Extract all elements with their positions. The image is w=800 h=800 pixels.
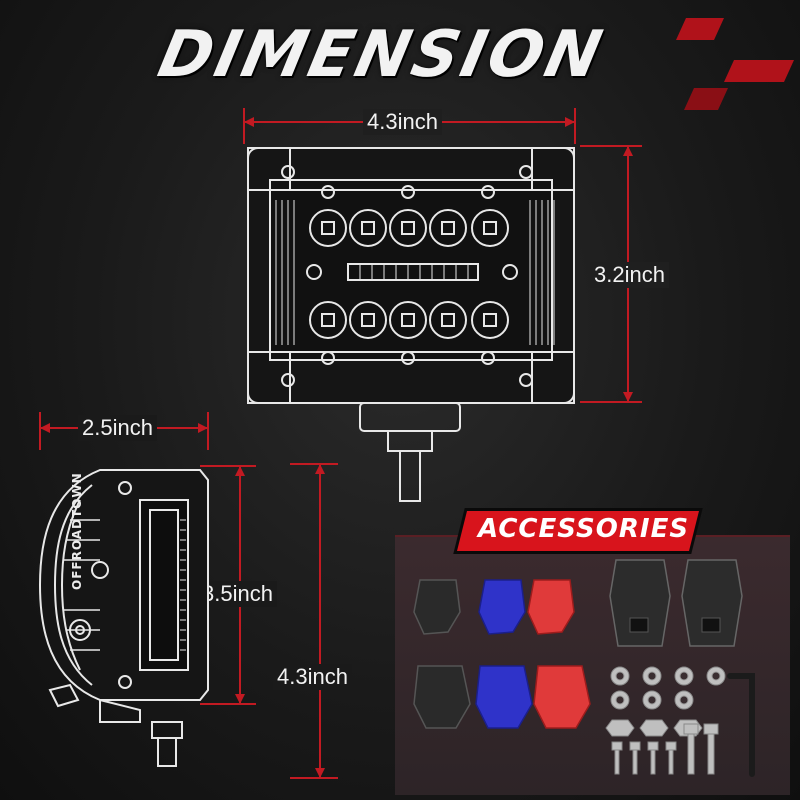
brand-vertical-text: OFFROADTOWN [70, 472, 84, 590]
mounting-bracket-2 [681, 559, 743, 647]
cover-red-2 [533, 665, 591, 729]
cover-black-1 [413, 579, 461, 635]
front-height-label: 3.2inch [590, 262, 669, 288]
light-side-view [38, 469, 209, 767]
side-depth-label: 2.5inch [78, 415, 157, 441]
accessories-title: ACCESSORIES [478, 514, 690, 544]
side-total-height-label: 4.3inch [273, 664, 352, 690]
mounting-bracket-1 [609, 559, 671, 647]
cover-red-1 [527, 579, 575, 635]
cover-blue-2 [475, 665, 533, 729]
front-width-label: 4.3inch [363, 109, 442, 135]
cover-black-2 [413, 665, 471, 729]
corner-logo-mark [676, 18, 794, 110]
cover-blue-1 [478, 579, 526, 635]
side-total-height-measure [290, 463, 338, 779]
hardware-kit [605, 666, 755, 777]
page-title: DIMENSION [152, 18, 611, 92]
side-inner-height-label: 3.5inch [198, 581, 277, 607]
light-front-view [247, 147, 575, 502]
